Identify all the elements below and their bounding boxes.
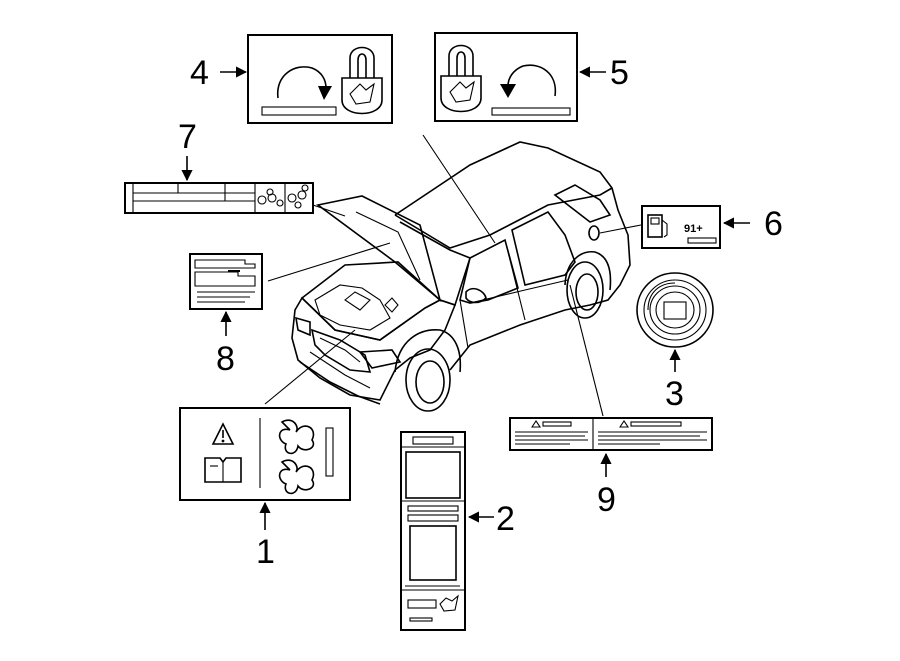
padlock-icon	[341, 46, 383, 115]
warning-triangle-icon	[530, 420, 542, 428]
warning-triangle-icon	[618, 420, 630, 428]
callout-1: 1	[256, 533, 275, 571]
callout-3: 3	[665, 375, 684, 413]
label-4-panel	[247, 34, 393, 124]
label-7-panel	[124, 182, 314, 214]
callout-7: 7	[178, 118, 197, 156]
label-9-panel	[509, 417, 713, 451]
fan-icon	[278, 419, 315, 495]
callout-5: 5	[610, 54, 629, 92]
callout-6: 6	[764, 205, 783, 243]
rotate-arrow-icon	[277, 66, 327, 99]
callout-9: 9	[597, 481, 616, 519]
padlock-icon	[440, 44, 482, 113]
rotate-arrow-icon	[507, 64, 556, 97]
fan-icon	[439, 594, 459, 612]
label-2-panel	[400, 431, 466, 631]
fuel-pump-icon	[647, 214, 668, 238]
label-5-panel	[434, 32, 578, 122]
label-6-panel: 91+	[641, 205, 721, 249]
label-1-panel	[179, 407, 351, 501]
warning-triangle-icon	[211, 422, 235, 445]
octane-rating: 91+	[684, 223, 703, 235]
label-3-round-decal	[636, 272, 714, 348]
callout-8: 8	[216, 340, 235, 378]
vehicle-illustration	[291, 141, 631, 412]
belt-routing-icon	[257, 184, 309, 209]
label-8-panel	[189, 253, 263, 310]
callout-2: 2	[496, 500, 515, 538]
callout-4: 4	[190, 54, 209, 92]
leader-lines	[264, 134, 642, 417]
manual-book-icon	[204, 457, 242, 483]
